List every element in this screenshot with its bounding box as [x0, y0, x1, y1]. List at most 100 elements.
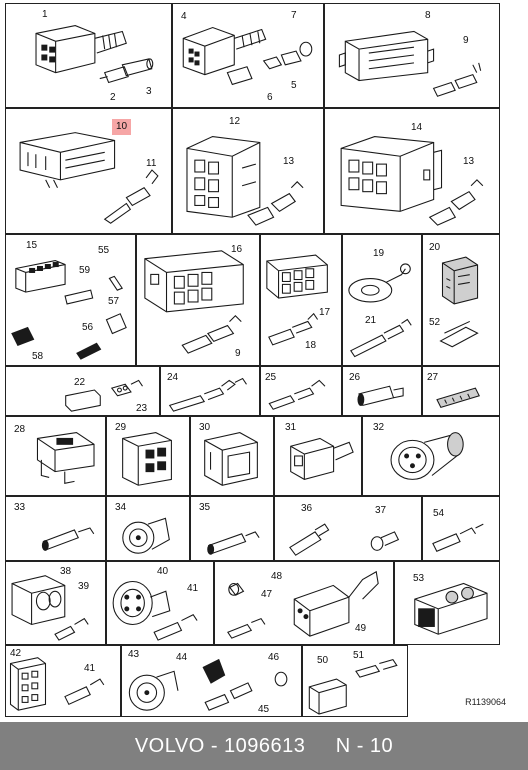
cell-8-9: 8 9	[324, 3, 500, 108]
cell-40-41: 40 41	[106, 561, 214, 645]
connector-drawing	[35, 25, 154, 84]
callout-1: 1	[42, 9, 48, 20]
callout-39: 39	[78, 581, 90, 592]
callout-32: 32	[373, 422, 385, 433]
connector-drawing	[36, 432, 95, 484]
cell-36-37: 36 37	[274, 496, 422, 561]
connector-drawing	[128, 658, 288, 711]
footer-bar: VOLVO - 1096613 N - 10	[0, 722, 528, 770]
callout-42: 42	[10, 648, 22, 659]
callout-2: 2	[110, 92, 116, 103]
connector-drawing	[182, 26, 313, 86]
callout-16: 16	[231, 244, 243, 255]
connector-drawing	[414, 582, 488, 635]
callout-40: 40	[157, 566, 169, 577]
cell-27: 27	[422, 366, 500, 416]
callout-27: 27	[427, 372, 439, 383]
callout-13b: 13	[463, 156, 475, 167]
callout-11: 11	[146, 158, 157, 169]
callout-7: 7	[291, 10, 297, 21]
connector-drawing	[340, 136, 484, 226]
cell-22-23: 22 23	[5, 366, 160, 416]
callout-17: 17	[319, 307, 331, 318]
callout-12: 12	[229, 116, 241, 127]
callout-5: 5	[291, 80, 297, 91]
callout-53: 53	[413, 573, 425, 584]
cell-24: 24	[160, 366, 260, 416]
terminal-drawing	[432, 523, 484, 552]
cell-19-21: 19 21	[342, 234, 422, 366]
connector-drawing	[338, 30, 482, 97]
cell-4-7: 4 7 5 6	[172, 3, 324, 108]
connector-drawing	[357, 385, 404, 407]
callout-9b: 9	[235, 348, 241, 359]
callout-35: 35	[199, 502, 211, 513]
cell-26: 26	[342, 366, 422, 416]
cell-17-18: 17 18	[260, 234, 342, 366]
callout-49: 49	[355, 623, 367, 634]
callout-38: 38	[60, 566, 72, 577]
cell-32: 32	[362, 416, 500, 496]
callout-23: 23	[136, 403, 148, 414]
callout-56: 56	[82, 322, 94, 333]
callout-28: 28	[14, 424, 26, 435]
callout-36: 36	[301, 503, 313, 514]
connector-drawing	[266, 254, 328, 346]
callout-14: 14	[411, 122, 423, 133]
connector-drawing	[390, 432, 464, 480]
cell-20-52: 20 52	[422, 234, 500, 366]
callout-25: 25	[265, 372, 277, 383]
connector-drawing	[289, 523, 400, 556]
callout-34: 34	[115, 502, 127, 513]
connector-drawing	[9, 657, 105, 711]
callout-41: 41	[187, 583, 199, 594]
connector-drawing	[112, 580, 198, 641]
cell-53: 53	[394, 561, 500, 645]
callout-41b: 41	[84, 663, 96, 674]
connector-drawing	[207, 531, 260, 555]
footer-separator: -	[210, 734, 218, 757]
callout-8: 8	[425, 10, 431, 21]
connector-drawing	[290, 437, 354, 480]
cell-38-39: 38 39	[5, 561, 106, 645]
cell-50-51: 50 51	[302, 645, 408, 717]
footer-brand: VOLVO	[134, 734, 205, 757]
callout-33: 33	[14, 502, 26, 513]
cell-31: 31	[274, 416, 362, 496]
drawing-reference: R1139064	[465, 697, 506, 707]
connector-drawing	[308, 658, 398, 715]
connector-drawing	[439, 256, 479, 348]
parts-diagram: 1 2 3 4 7 5 6 8	[5, 3, 506, 717]
callout-59: 59	[79, 265, 91, 276]
callout-10: 10	[112, 119, 132, 135]
cell-54: 54	[422, 496, 500, 561]
connector-drawing	[204, 432, 258, 486]
callout-58: 58	[32, 351, 44, 362]
callout-15: 15	[26, 240, 38, 251]
connector-drawing	[144, 250, 244, 354]
connector-drawing	[348, 263, 412, 358]
callout-50: 50	[317, 655, 329, 666]
callout-18: 18	[305, 340, 317, 351]
cell-34: 34	[106, 496, 190, 561]
footer-section: N - 10	[335, 734, 394, 757]
cell-28: 28	[5, 416, 106, 496]
cell-25: 25	[260, 366, 342, 416]
callout-51: 51	[353, 650, 365, 661]
cell-10-11: 10 11	[5, 108, 172, 234]
connector-drawing	[186, 135, 304, 226]
connector-drawing	[19, 132, 159, 224]
cell-30: 30	[190, 416, 274, 496]
cell-35: 35	[190, 496, 274, 561]
callout-52: 52	[429, 317, 441, 328]
connector-drawing	[11, 260, 127, 360]
callout-55: 55	[98, 245, 110, 256]
callout-43: 43	[128, 649, 140, 660]
callout-46: 46	[268, 652, 280, 663]
cell-29: 29	[106, 416, 190, 496]
callout-19: 19	[373, 248, 385, 259]
connector-drawing	[41, 527, 95, 551]
cell-12-13: 12 13	[172, 108, 324, 234]
cell-47-48-49: 48 47 49	[214, 561, 394, 645]
cell-33: 33	[5, 496, 106, 561]
